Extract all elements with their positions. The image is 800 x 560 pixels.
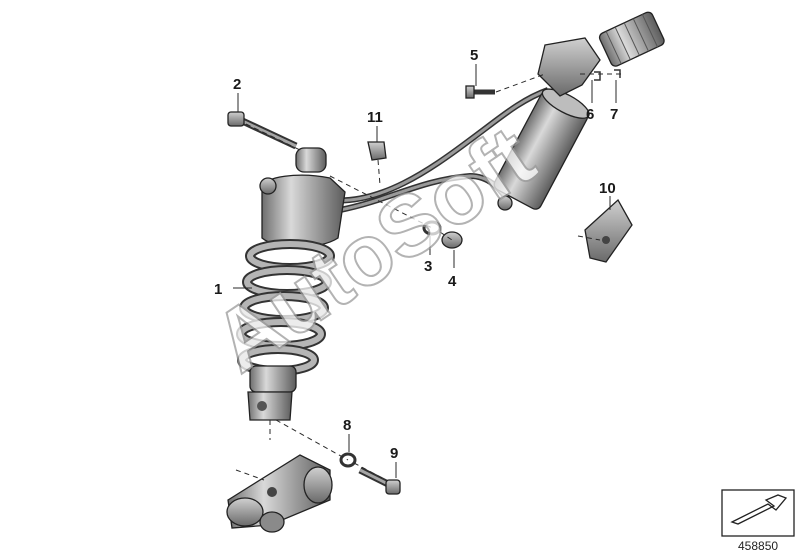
- leader-lines: [233, 64, 617, 478]
- arrow-icon: [730, 494, 788, 525]
- callout-6: 6: [586, 106, 594, 123]
- callouts: 1 2 3 4 5 6 7 8 9 10 11: [214, 47, 618, 462]
- callout-5: 5: [470, 47, 478, 64]
- bolt-9: [358, 466, 401, 495]
- bracket-10: [584, 198, 633, 263]
- clip-7: [614, 69, 621, 78]
- preload-adjuster-knob: [537, 11, 665, 97]
- screw-5: [465, 85, 495, 99]
- callout-2: 2: [233, 76, 241, 93]
- callout-11: 11: [367, 109, 383, 126]
- clip-6: [594, 71, 601, 81]
- callout-4: 4: [448, 273, 457, 290]
- clamp-11: [367, 141, 387, 161]
- diagram-ref-box: [721, 489, 795, 537]
- washer-3: [422, 220, 442, 236]
- bolt-2: [227, 111, 298, 150]
- callout-10: 10: [599, 180, 616, 197]
- reservoir-canister: [493, 88, 590, 211]
- callout-7: 7: [610, 106, 618, 123]
- callout-1: 1: [214, 281, 222, 298]
- callout-9: 9: [390, 445, 398, 462]
- shock-absorber: [236, 147, 346, 421]
- bushing-4: [441, 231, 463, 249]
- callout-3: 3: [424, 258, 432, 275]
- callout-8: 8: [343, 417, 351, 434]
- lower-linkage: [226, 454, 333, 533]
- washer-8: [339, 452, 357, 468]
- assembly-lines: [235, 73, 625, 481]
- diagram-number: 458850: [738, 539, 779, 553]
